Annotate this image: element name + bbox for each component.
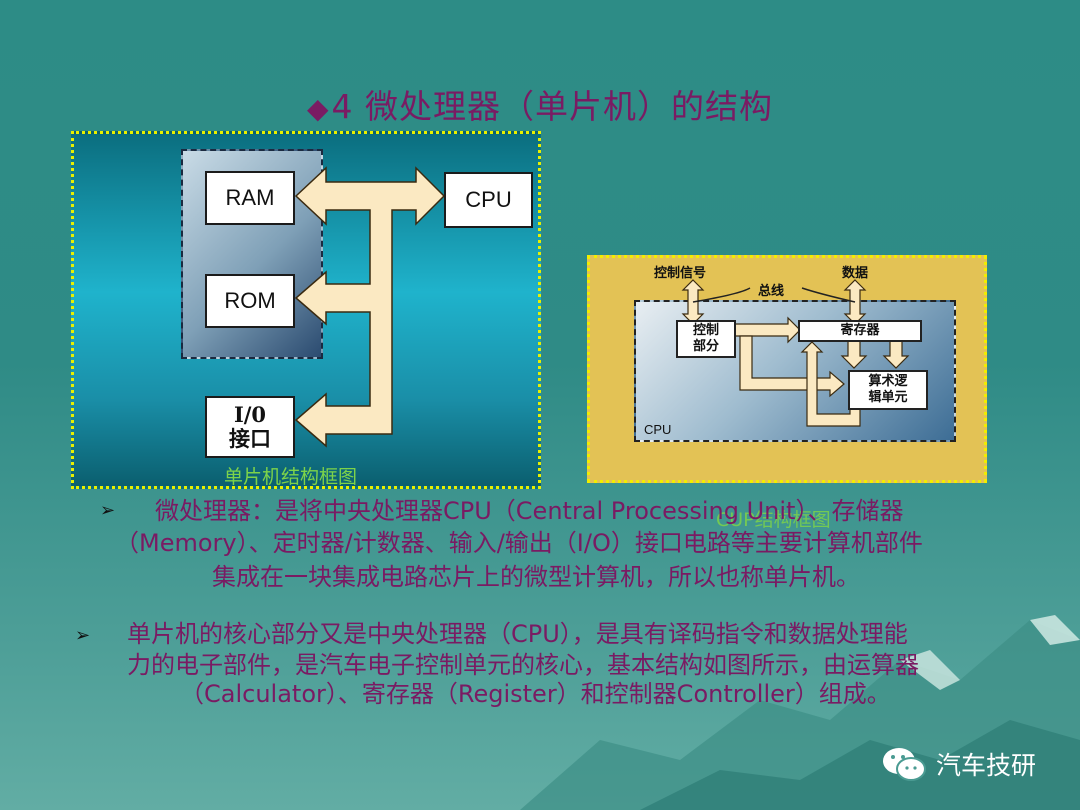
bullet1-line1: 微处理器：是将中央处理器CPU（Central Processing Unit）… — [155, 497, 904, 525]
rom-box: ROM — [205, 274, 295, 328]
bullet1-line2: （Memory）、定时器/计数器、输入/输出（I/O）接口电路等主要计算机部件 — [115, 529, 923, 557]
alu-box: 算术逻 辑单元 — [848, 370, 928, 410]
bullet-arrow-icon: ➢ — [100, 500, 116, 521]
slide-title: ◆4 微处理器（单片机）的结构 — [0, 80, 1080, 128]
watermark: 汽车技研 — [880, 744, 1036, 784]
title-text: 4 微处理器（单片机）的结构 — [331, 87, 774, 126]
data-label: 数据 — [842, 266, 869, 281]
bus-label: 总线 — [758, 284, 785, 299]
cpu-box: CPU — [444, 172, 533, 228]
bullet2-line3: （Calculator）、寄存器（Register）和控制器Controller… — [180, 680, 891, 708]
mcu-structure-diagram: RAM ROM CPU I/0 接口 单片机结构框图 — [71, 131, 541, 489]
io-label: I/0 — [233, 402, 267, 427]
bullet2-line2: 力的电子部件，是汽车电子控制单元的核心，基本结构如图所示，由运算器 — [127, 651, 919, 679]
cpu-arrows — [681, 279, 910, 427]
bullet2-line1: 单片机的核心部分又是中央处理器（CPU），是具有译码指令和数据处理能 — [127, 620, 908, 648]
bullet-arrow-icon: ➢ — [75, 625, 91, 646]
cpu-area-label: CPU — [644, 422, 672, 437]
register-box: 寄存器 — [798, 320, 922, 342]
alu-line1: 算术逻 — [868, 374, 908, 389]
control-unit-line1: 控制 — [692, 323, 719, 338]
interface-label: 接口 — [229, 426, 271, 451]
mcu-diagram-caption: 单片机结构框图 — [224, 466, 358, 488]
bullet1-line3: 集成在一块集成电路芯片上的微型计算机，所以也称单片机。 — [212, 563, 860, 591]
diamond-icon: ◆ — [306, 92, 330, 125]
io-interface-box: I/0 接口 — [205, 396, 295, 458]
control-unit-box: 控制 部分 — [676, 320, 736, 358]
control-signal-label: 控制信号 — [654, 266, 707, 281]
cpu-structure-diagram: 控制信号 数据 总线 控制 部分 寄存器 算术逻 辑单元 CPU — [587, 255, 987, 483]
alu-line2: 辑单元 — [868, 390, 908, 405]
ram-box: RAM — [205, 171, 295, 225]
wechat-icon — [883, 748, 926, 781]
bus-arrows — [294, 166, 446, 448]
control-unit-line2: 部分 — [692, 339, 719, 354]
cpu-diagram-caption: CUP结构框图 — [716, 509, 831, 531]
watermark-text: 汽车技研 — [936, 751, 1037, 780]
